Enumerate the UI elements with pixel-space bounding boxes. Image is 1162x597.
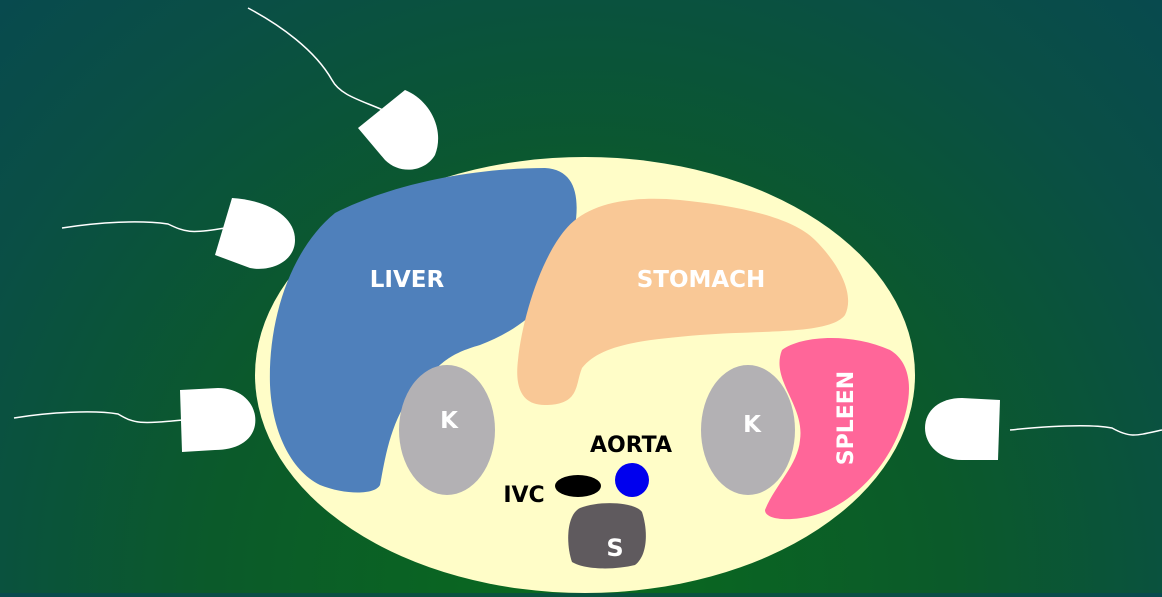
ivc-shape <box>555 475 601 497</box>
probe-upper-left <box>62 198 295 269</box>
aorta-shape <box>615 463 649 497</box>
probe-right-cable <box>1010 426 1162 435</box>
kidney-left-label: K <box>743 412 762 438</box>
ivc-label: IVC <box>503 483 544 508</box>
spine-label: S <box>606 534 623 562</box>
probe-left-cable <box>14 412 183 423</box>
liver-label: LIVER <box>370 267 445 293</box>
stomach-label: STOMACH <box>637 267 766 293</box>
kidney-right-label: K <box>440 408 459 434</box>
spleen-label: SPLEEN <box>834 371 859 465</box>
probe-left <box>14 388 255 452</box>
probe-top-body <box>358 90 438 170</box>
probe-top-cable <box>248 8 383 110</box>
probe-left-body <box>180 388 255 452</box>
probe-upper-left-cable <box>62 222 225 232</box>
probe-top <box>248 8 438 170</box>
probe-right <box>925 398 1162 460</box>
probe-upper-left-body <box>215 198 295 269</box>
aorta-label: AORTA <box>590 433 672 458</box>
probe-right-body <box>925 398 1000 460</box>
